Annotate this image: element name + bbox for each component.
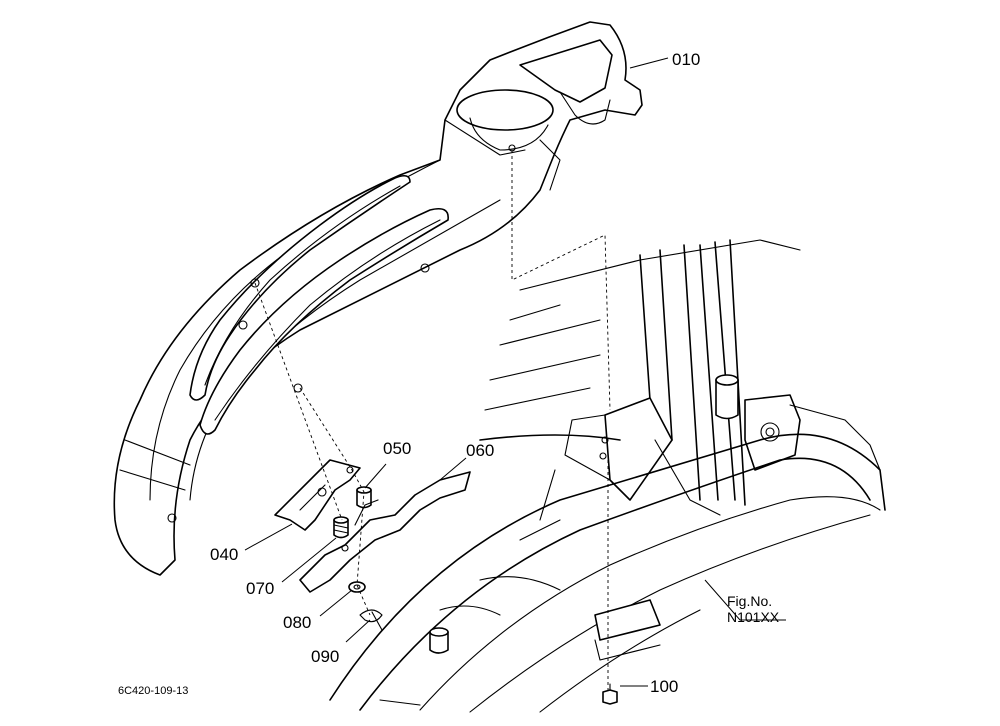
assembly-lines xyxy=(254,150,611,690)
rear-fender xyxy=(113,21,643,576)
washer-080 xyxy=(348,581,366,593)
spring-070 xyxy=(333,516,349,539)
bolt-100 xyxy=(602,683,618,705)
figure-ref-line2: N101XX xyxy=(727,609,780,625)
callout-090: 090 xyxy=(311,647,339,666)
callout-labels: 010 040 050 060 070 080 090 100 Fig.No. … xyxy=(118,50,780,697)
pin-090 xyxy=(359,609,383,631)
callout-070: 070 xyxy=(246,579,274,598)
tractor-frame xyxy=(329,239,886,713)
bracket-plate-040 xyxy=(274,459,361,531)
callout-060: 060 xyxy=(466,441,494,460)
callout-050: 050 xyxy=(383,439,411,458)
callout-040: 040 xyxy=(210,545,238,564)
drawing-code: 6C420-109-13 xyxy=(118,685,188,697)
callout-100: 100 xyxy=(650,677,678,696)
callout-010: 010 xyxy=(672,50,700,69)
callout-080: 080 xyxy=(283,613,311,632)
leader-lines xyxy=(244,57,786,687)
bolt-050 xyxy=(356,486,372,509)
figure-ref-line1: Fig.No. xyxy=(727,593,772,609)
